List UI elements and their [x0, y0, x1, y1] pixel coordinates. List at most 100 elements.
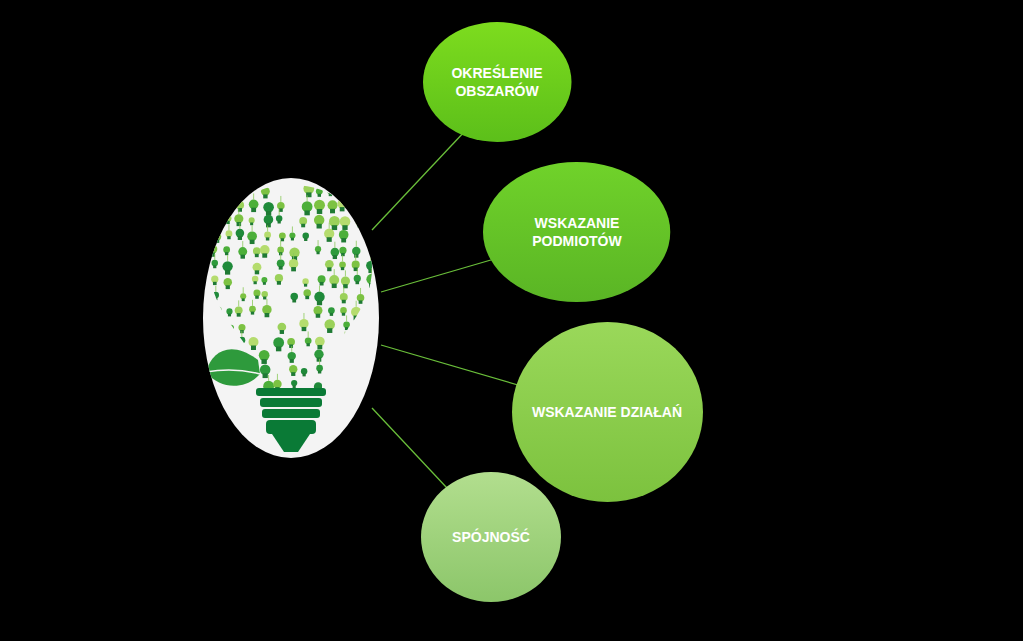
mini-bulb — [340, 216, 351, 230]
mini-bulb — [259, 350, 270, 364]
mini-bulb — [264, 226, 271, 241]
mini-bulb — [261, 187, 270, 198]
mini-bulb — [339, 230, 349, 243]
mini-bulb — [366, 332, 375, 350]
mini-bulb — [238, 331, 245, 346]
leaf — [206, 349, 260, 386]
mini-bulb — [367, 301, 377, 319]
mini-bulb — [324, 366, 335, 380]
mini-bulb — [366, 255, 375, 273]
mini-bulb — [277, 253, 285, 269]
bulb-tip — [272, 434, 310, 452]
mini-bulb — [228, 325, 234, 333]
mini-bulb — [277, 196, 285, 212]
leader-line — [381, 255, 508, 292]
mini-bulb — [276, 209, 282, 223]
mini-bulb — [262, 299, 271, 317]
mini-bulb — [289, 365, 297, 376]
mini-bulb — [302, 278, 308, 286]
mini-bulb — [328, 200, 338, 213]
mini-bulb — [277, 241, 284, 256]
mini-bulb — [238, 241, 247, 259]
topic-label: SPÓJNOŚĆ — [442, 528, 540, 546]
mini-bulb — [341, 185, 348, 194]
mini-bulb — [368, 359, 376, 375]
bulb-base — [260, 398, 322, 407]
mini-bulb — [329, 269, 339, 288]
mini-bulb — [249, 217, 255, 225]
mini-bulb — [303, 289, 311, 299]
mini-bulb — [340, 287, 348, 303]
mini-bulb — [275, 274, 283, 285]
mini-bulb — [339, 247, 346, 256]
mini-bulb — [302, 195, 313, 215]
mini-bulb — [213, 233, 221, 243]
mini-bulb — [352, 255, 360, 271]
mini-bulb — [302, 233, 309, 241]
mini-bulb — [299, 313, 308, 331]
mini-bulb — [240, 287, 246, 301]
mini-bulb — [253, 290, 260, 299]
mini-bulb — [290, 293, 298, 303]
mini-bulb — [261, 277, 267, 285]
circle-outline — [483, 162, 670, 302]
mini-bulb — [278, 323, 287, 334]
mini-bulb — [224, 209, 231, 224]
mini-bulb — [368, 232, 379, 246]
bulb-base — [266, 420, 316, 434]
mini-bulb — [279, 232, 286, 241]
mini-bulb — [289, 247, 299, 260]
mini-bulb — [339, 255, 346, 270]
mini-bulb — [352, 241, 360, 258]
mini-bulb — [224, 278, 232, 289]
mini-bulb — [252, 276, 259, 284]
leader-line — [372, 130, 466, 230]
mini-bulb — [367, 215, 377, 228]
mini-bulb — [366, 322, 373, 331]
mini-bulb — [260, 245, 270, 258]
mini-bulb — [264, 215, 274, 227]
mini-bulb — [324, 223, 334, 242]
mini-bulb — [356, 367, 363, 376]
mini-bulb — [303, 177, 314, 197]
mini-bulb — [253, 247, 261, 257]
mini-bulb — [208, 244, 218, 257]
mini-bulb — [299, 217, 307, 227]
mini-bulb — [331, 242, 340, 259]
mini-bulb — [356, 219, 362, 227]
mini-bulb — [289, 253, 299, 271]
mini-bulb — [291, 380, 297, 388]
mini-bulb — [226, 224, 233, 239]
mini-bulb — [253, 263, 262, 275]
mini-bulb — [301, 368, 307, 376]
mini-bulb — [370, 351, 378, 362]
mini-bulb — [248, 337, 258, 350]
mini-bulb — [249, 193, 259, 212]
mini-bulb — [313, 306, 322, 318]
bulb-base — [256, 388, 326, 396]
mini-bulb — [314, 215, 324, 229]
mini-bulb — [366, 268, 377, 288]
leader-line — [372, 408, 447, 488]
mini-bulb — [212, 254, 218, 268]
mini-bulb — [316, 188, 323, 197]
mini-bulb — [226, 308, 232, 316]
leaf-vein — [206, 370, 260, 374]
mini-bulb — [314, 200, 325, 214]
mini-bulb — [328, 307, 335, 316]
mini-bulb — [211, 276, 218, 285]
mini-bulb — [339, 380, 346, 389]
mini-bulb — [221, 199, 230, 211]
mini-bulb — [213, 212, 221, 229]
bulb-base — [262, 409, 320, 418]
topic-circle: OKREŚLENIE OBSZARÓW — [423, 22, 572, 142]
mini-bulb — [236, 201, 244, 212]
mini-bulb — [353, 347, 359, 361]
mini-bulb — [247, 225, 257, 244]
mini-bulb — [324, 319, 335, 333]
leader-line — [381, 345, 535, 390]
mini-bulb — [325, 260, 334, 271]
mini-bulb — [357, 288, 365, 304]
mini-bulb — [223, 246, 230, 255]
mini-bulb — [351, 301, 361, 320]
